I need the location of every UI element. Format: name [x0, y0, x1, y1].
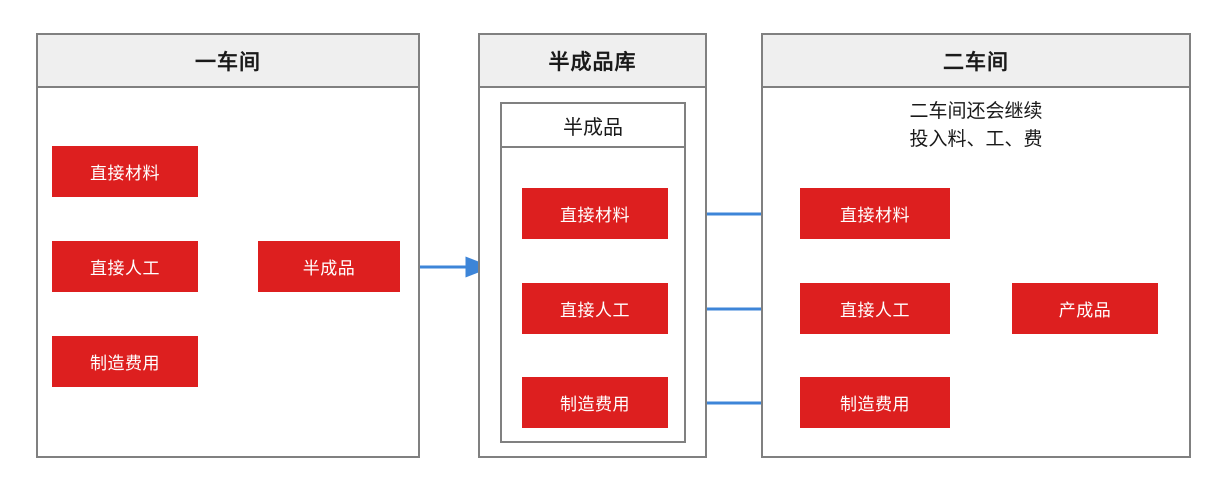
box-p2-direct-material-label: 直接材料: [560, 206, 630, 225]
panel-workshop-two-header: 二车间: [763, 35, 1189, 88]
inner-box-semi-finished-header: 半成品: [502, 104, 684, 148]
box-p1-direct-labor-label: 直接人工: [90, 259, 160, 278]
box-p3-direct-material[interactable]: 直接材料: [800, 188, 950, 239]
box-p1-direct-material-label: 直接材料: [90, 164, 160, 183]
panel-semi-finished-warehouse-header: 半成品库: [480, 35, 705, 88]
box-p2-direct-labor[interactable]: 直接人工: [522, 283, 668, 334]
box-p2-manufacturing-overhead[interactable]: 制造费用: [522, 377, 668, 428]
box-p1-semi-finished-label: 半成品: [302, 259, 356, 278]
box-p3-manufacturing-overhead[interactable]: 制造费用: [800, 377, 950, 428]
box-p1-semi-finished[interactable]: 半成品: [258, 241, 400, 292]
box-p2-manufacturing-overhead-label: 制造费用: [560, 395, 630, 414]
box-p3-direct-labor-label: 直接人工: [840, 301, 910, 320]
box-p1-direct-labor[interactable]: 直接人工: [52, 241, 198, 292]
box-p1-direct-material[interactable]: 直接材料: [52, 146, 198, 197]
box-p1-manufacturing-overhead[interactable]: 制造费用: [52, 336, 198, 387]
box-p3-direct-material-label: 直接材料: [840, 206, 910, 225]
panel-workshop-one-header: 一车间: [38, 35, 418, 88]
box-p3-finished-goods[interactable]: 产成品: [1012, 283, 1158, 334]
box-p3-finished-goods-label: 产成品: [1058, 301, 1112, 320]
box-p2-direct-material[interactable]: 直接材料: [522, 188, 668, 239]
box-p1-manufacturing-overhead-label: 制造费用: [90, 354, 160, 373]
panel-workshop-two-note: 二车间还会继续 投入料、工、费: [909, 101, 1043, 150]
box-p3-manufacturing-overhead-label: 制造费用: [840, 395, 910, 414]
box-p2-direct-labor-label: 直接人工: [560, 301, 630, 320]
box-p3-direct-labor[interactable]: 直接人工: [800, 283, 950, 334]
